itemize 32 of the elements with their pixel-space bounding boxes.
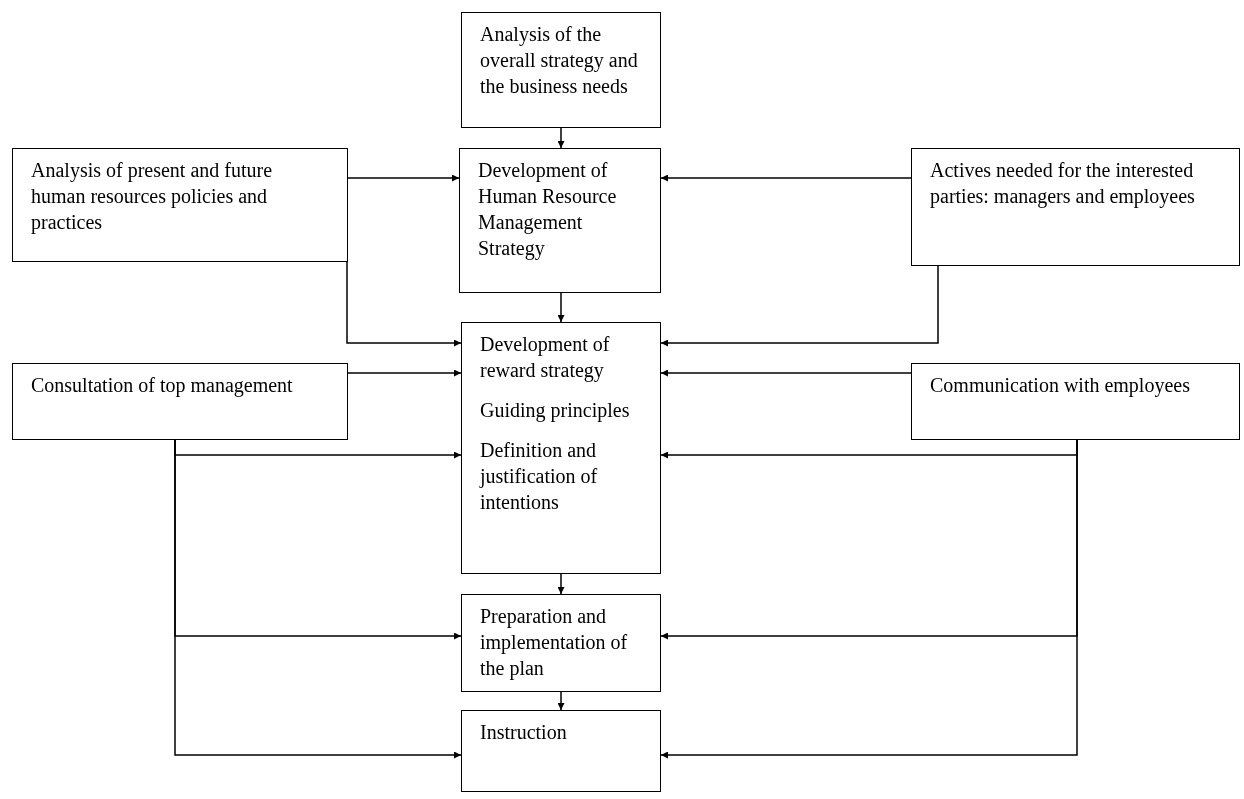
box-text: Actives needed for the interested parties: managers and employees — [930, 158, 1196, 209]
arrow — [557, 691, 565, 711]
arrow — [660, 265, 939, 347]
box-text: Analysis of the overall strategy and the business needs — [480, 22, 639, 99]
box-text: Consultation of top management — [31, 373, 294, 398]
arrow — [557, 292, 565, 323]
arrow — [557, 573, 565, 595]
box-text: Definition and justification of intentions — [480, 438, 599, 515]
arrow — [660, 439, 1078, 759]
box-text: Development of reward strategy — [480, 332, 611, 383]
arrow — [347, 174, 460, 182]
process-box — [461, 12, 661, 128]
process-box — [911, 363, 1240, 440]
arrow — [660, 369, 912, 377]
process-box — [461, 594, 661, 692]
arrow — [174, 439, 462, 759]
box-text: Development of Human Resource Management Strategy — [478, 158, 618, 261]
process-box — [12, 148, 348, 262]
process-box — [12, 363, 348, 440]
box-text: Instruction — [480, 720, 568, 745]
box-text: Analysis of present and future human resources policies and practices — [31, 158, 274, 235]
process-box — [461, 710, 661, 792]
process-box — [459, 148, 661, 293]
box-text: Preparation and implementation of the plan — [480, 604, 629, 681]
arrow — [557, 127, 565, 149]
arrow — [347, 369, 462, 377]
arrow — [660, 174, 912, 182]
process-box — [911, 148, 1240, 266]
process-box — [461, 322, 661, 574]
arrow — [346, 261, 462, 347]
box-text: Guiding principles — [480, 398, 631, 423]
box-text: Communication with employees — [930, 373, 1191, 398]
